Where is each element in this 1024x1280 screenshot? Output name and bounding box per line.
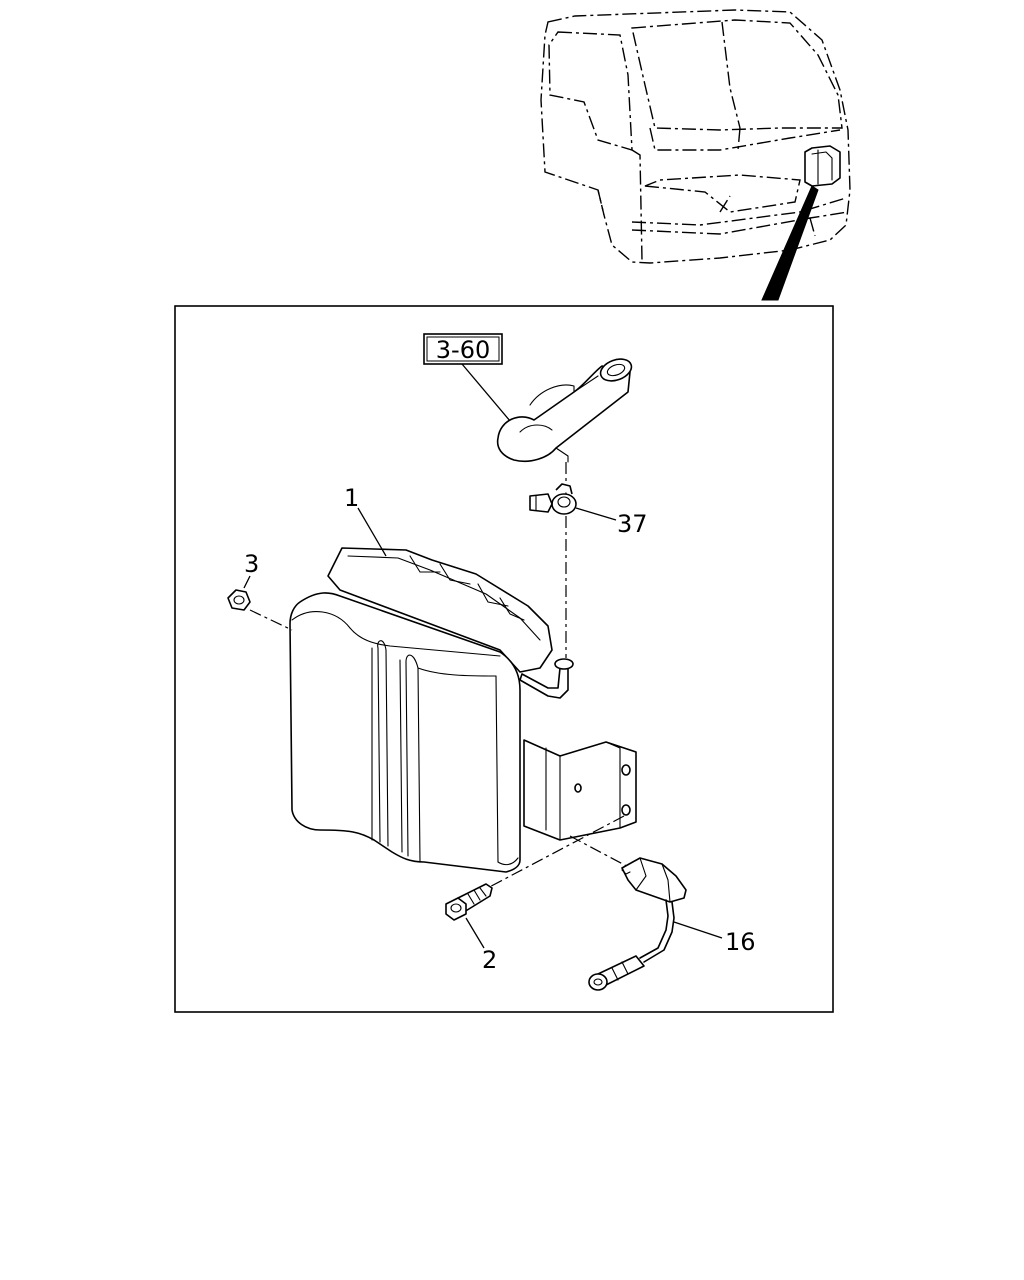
reference-box: 3-60: [423, 333, 503, 365]
bolt: [445, 883, 493, 921]
mounting-bracket: [523, 739, 637, 841]
pipe-elbow: [496, 358, 633, 463]
callout-16: 16: [725, 928, 756, 956]
callout-3: 3: [244, 550, 259, 578]
nut: [227, 589, 251, 611]
callout-2: 2: [482, 946, 497, 974]
callout-37: 37: [617, 510, 648, 538]
reservoir-tank: [289, 547, 574, 873]
detail-frame: [174, 305, 834, 1013]
reference-box-label: 3-60: [436, 336, 490, 364]
callout-1: 1: [344, 484, 359, 512]
level-sensor: [588, 857, 687, 991]
truck-cab-overview: [540, 9, 851, 301]
hose-clip: [529, 483, 577, 515]
